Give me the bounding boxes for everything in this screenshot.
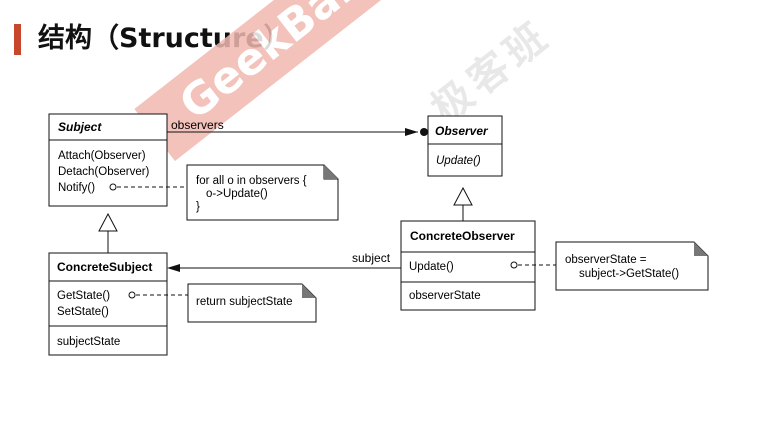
note-notify: for all o in observers { o->Update() }	[117, 164, 339, 221]
operation: Detach(Observer)	[58, 166, 150, 178]
operation: Attach(Observer)	[58, 150, 146, 162]
note-line: observerState =	[565, 254, 647, 266]
generalization-observer	[453, 186, 473, 221]
operation: SetState()	[57, 306, 109, 318]
class-name: ConcreteObserver	[410, 229, 515, 243]
attribute: subjectState	[57, 336, 120, 348]
class-name: ConcreteSubject	[57, 260, 152, 274]
note-line: o->Update()	[206, 188, 268, 200]
class-concrete-subject: ConcreteSubject GetState() SetState() su…	[48, 252, 168, 356]
note-anchor	[109, 183, 117, 191]
note-line: subject->GetState()	[579, 268, 679, 280]
class-observer: Observer Update()	[427, 115, 503, 177]
class-concrete-observer: ConcreteObserver Update() observerState	[400, 220, 536, 311]
attribute: observerState	[409, 290, 481, 302]
class-subject: Subject Attach(Observer) Detach(Observer…	[48, 113, 168, 207]
operation: GetState()	[57, 290, 110, 302]
association-label: observers	[171, 118, 224, 132]
note-update: observerState = subject->GetState()	[518, 241, 709, 291]
operation: Update()	[436, 155, 481, 167]
note-line: }	[196, 201, 200, 213]
title-accent-bar	[14, 24, 21, 55]
operation: Notify()	[58, 182, 95, 194]
note-line: return subjectState	[196, 296, 293, 308]
class-name: Observer	[435, 124, 489, 138]
note-getstate: return subjectState	[136, 283, 317, 323]
operation: Update()	[409, 261, 454, 273]
association-observers: observers	[167, 118, 428, 136]
generalization-subject	[98, 212, 118, 253]
class-name: Subject	[58, 120, 102, 134]
note-anchor	[510, 261, 518, 269]
association-subject: subject	[167, 251, 401, 272]
note-line: for all o in observers {	[196, 175, 307, 187]
note-anchor	[128, 291, 136, 299]
association-label: subject	[352, 251, 391, 265]
